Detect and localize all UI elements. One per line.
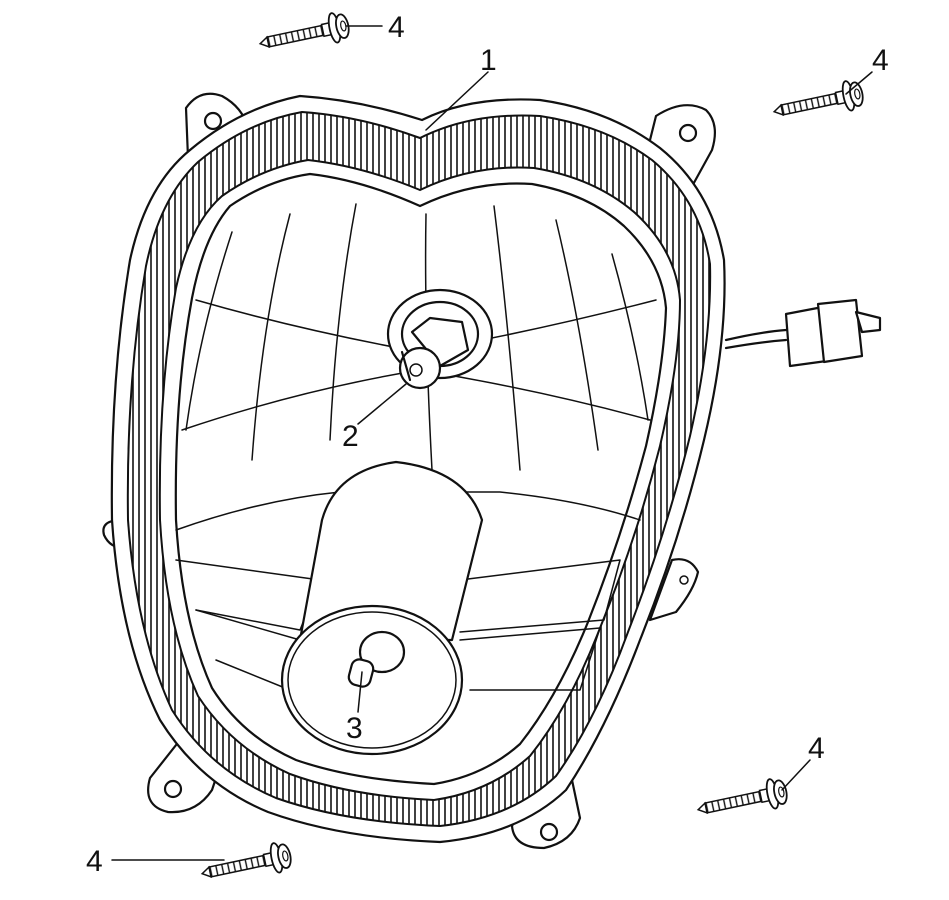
leader-lines [111,25,873,861]
screw-top [256,9,353,60]
screw-bottom-left [198,839,295,890]
screw-bottom-right [694,775,791,826]
housing-seal-band [126,110,712,828]
callout-screw-bottom-left: 4 [86,845,103,878]
position-lamp-tube [280,460,484,756]
callout-screw-top: 4 [388,11,405,44]
mount-tab-right [648,558,700,622]
mount-tab-bottom-right [510,778,582,850]
headlight-housing [102,92,726,850]
screw-top-right [770,77,867,128]
position-bulb [347,630,406,688]
main-bulb [398,316,470,390]
callout-screw-bottom-right: 4 [808,732,825,765]
wire-connector [724,298,882,368]
callout-position-bulb: 3 [346,712,363,745]
callout-main-bulb: 2 [342,420,359,453]
callout-screw-top-right: 4 [872,44,889,77]
callout-housing: 1 [480,44,497,77]
